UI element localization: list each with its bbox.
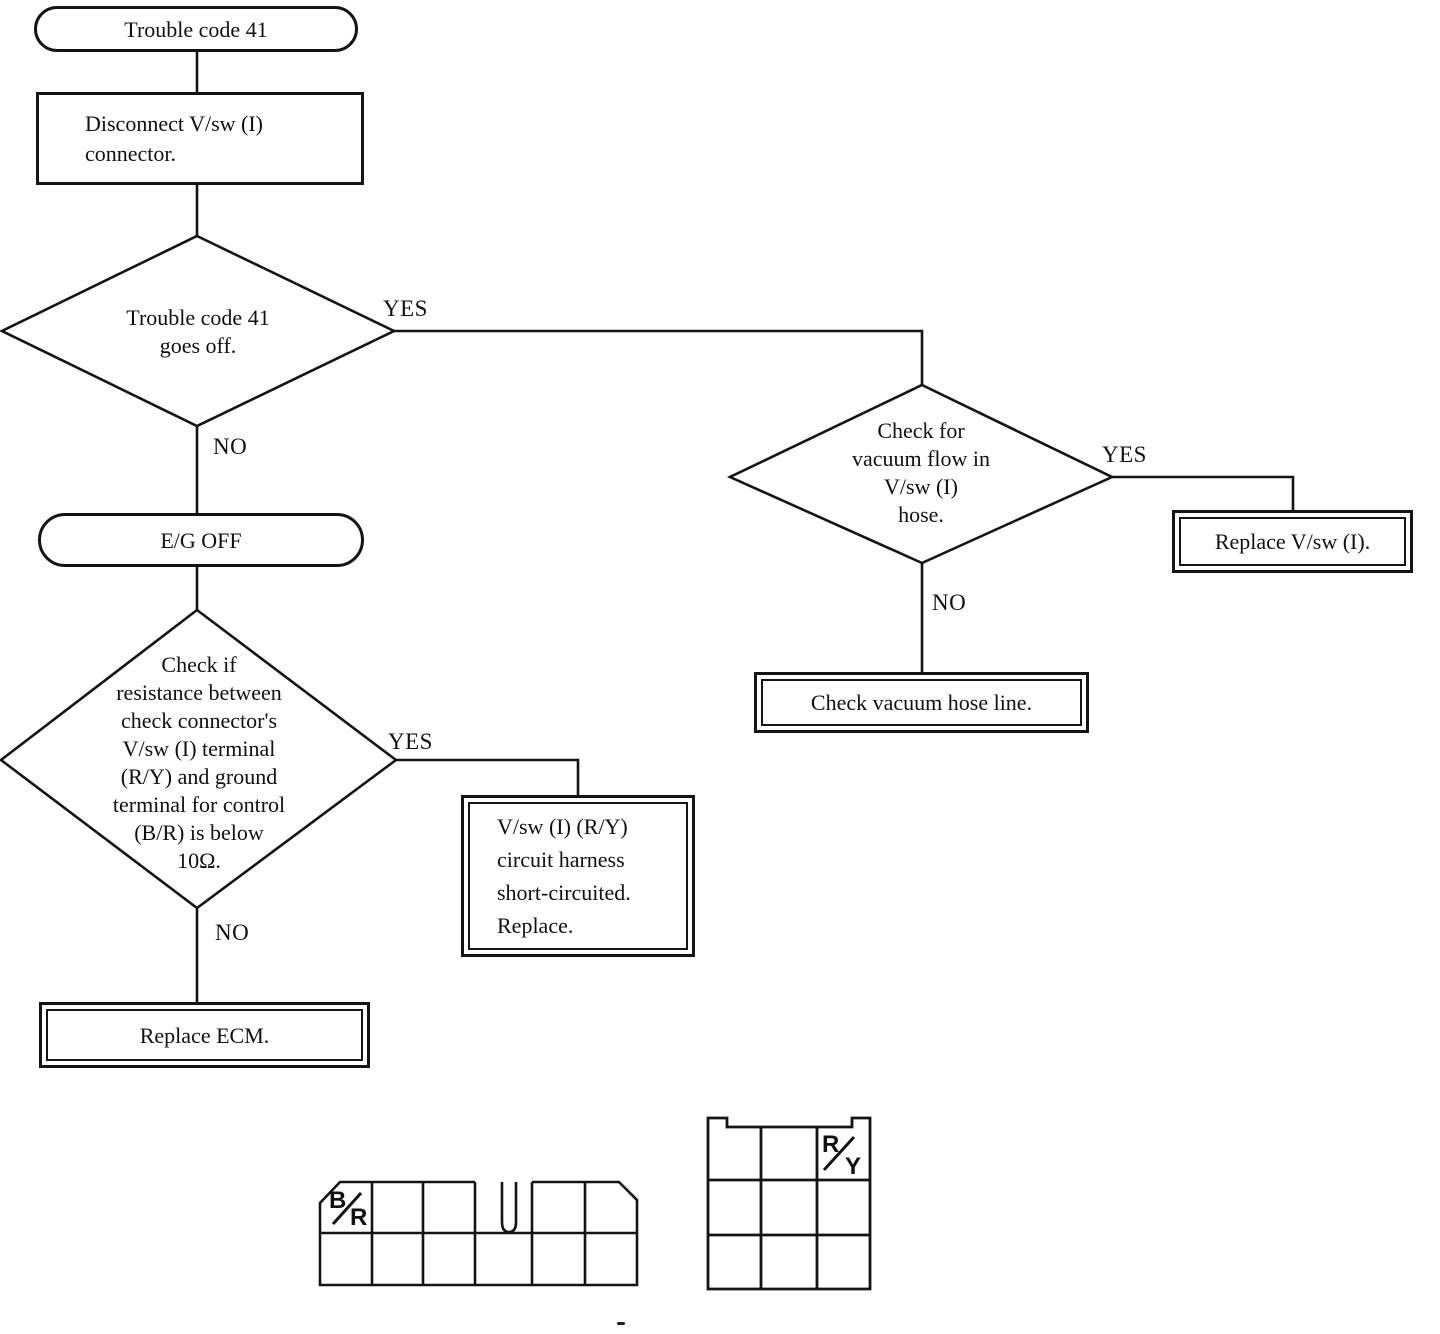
replace-vsw-box: Replace V/sw (I). <box>1172 510 1413 573</box>
check-vacuum-hose-box-inner: Check vacuum hose line. <box>761 679 1082 726</box>
short-circuit-box-inner: V/sw (I) (R/Y) circuit harness short-cir… <box>468 802 688 950</box>
start-terminal-label: Trouble code 41 <box>124 16 268 42</box>
decision2-no-label: NO <box>932 590 967 615</box>
check-connector-drawing <box>318 1180 639 1287</box>
scan-speck <box>617 1322 625 1325</box>
replace-vsw-box-inner: Replace V/sw (I). <box>1179 517 1406 566</box>
disconnect-box-label: Disconnect V/sw (I) connector. <box>85 110 263 166</box>
decision-resistance-shape <box>0 608 399 910</box>
vsw-connector-pin-slash <box>822 1135 856 1172</box>
check-vacuum-hose-box-label: Check vacuum hose line. <box>810 690 1033 715</box>
decision-resistance-label: Check if resistance between check connec… <box>112 652 286 873</box>
replace-ecm-box: Replace ECM. <box>39 1002 370 1068</box>
replace-ecm-box-inner: Replace ECM. <box>46 1009 363 1061</box>
vsw-connector-drawing <box>706 1116 872 1291</box>
check-connector-pin-slash <box>331 1191 363 1226</box>
decision3-no-label: NO <box>215 920 250 945</box>
decision1-yes-label: YES <box>383 296 428 321</box>
decision-code-goes-off-label: Trouble code 41 goes off. <box>126 305 270 358</box>
vsw-connector-outline <box>706 1116 872 1291</box>
start-terminal: Trouble code 41 <box>34 6 358 52</box>
short-circuit-box-label: V/sw (I) (R/Y) circuit harness short-cir… <box>497 814 631 938</box>
short-circuit-box: V/sw (I) (R/Y) circuit harness short-cir… <box>461 795 695 957</box>
vsw-connector-pin-bottom-letter: Y <box>845 1153 862 1180</box>
decision3-yes-label: YES <box>388 729 433 754</box>
check-vacuum-hose-box: Check vacuum hose line. <box>754 672 1089 733</box>
edge-decision3-yes <box>396 758 580 796</box>
replace-vsw-box-label: Replace V/sw (I). <box>1214 529 1371 554</box>
vsw-connector-pin-top-letter: R <box>822 1131 840 1158</box>
check-connector-outline <box>318 1180 639 1287</box>
decision-vacuum-flow-label: Check for vacuum flow in V/sw (I) hose. <box>851 418 991 527</box>
eg-off-terminal-label: E/G OFF <box>160 527 242 553</box>
decision1-no-label: NO <box>213 434 248 459</box>
replace-ecm-box-label: Replace ECM. <box>139 1022 270 1048</box>
decision2-yes-label: YES <box>1102 442 1147 467</box>
decision-vacuum-flow-shape <box>726 383 1116 565</box>
eg-off-terminal: E/G OFF <box>38 513 364 567</box>
check-connector-pin-bottom-letter: R <box>350 1204 368 1231</box>
check-connector-key-slot <box>500 1182 518 1234</box>
edge-decision1-yes <box>394 329 924 385</box>
decision-code-goes-off-shape <box>0 234 397 428</box>
check-connector-pin-top-letter: B <box>329 1187 347 1214</box>
edge-decision2-yes <box>1112 475 1295 510</box>
disconnect-box: Disconnect V/sw (I) connector. <box>36 92 364 185</box>
